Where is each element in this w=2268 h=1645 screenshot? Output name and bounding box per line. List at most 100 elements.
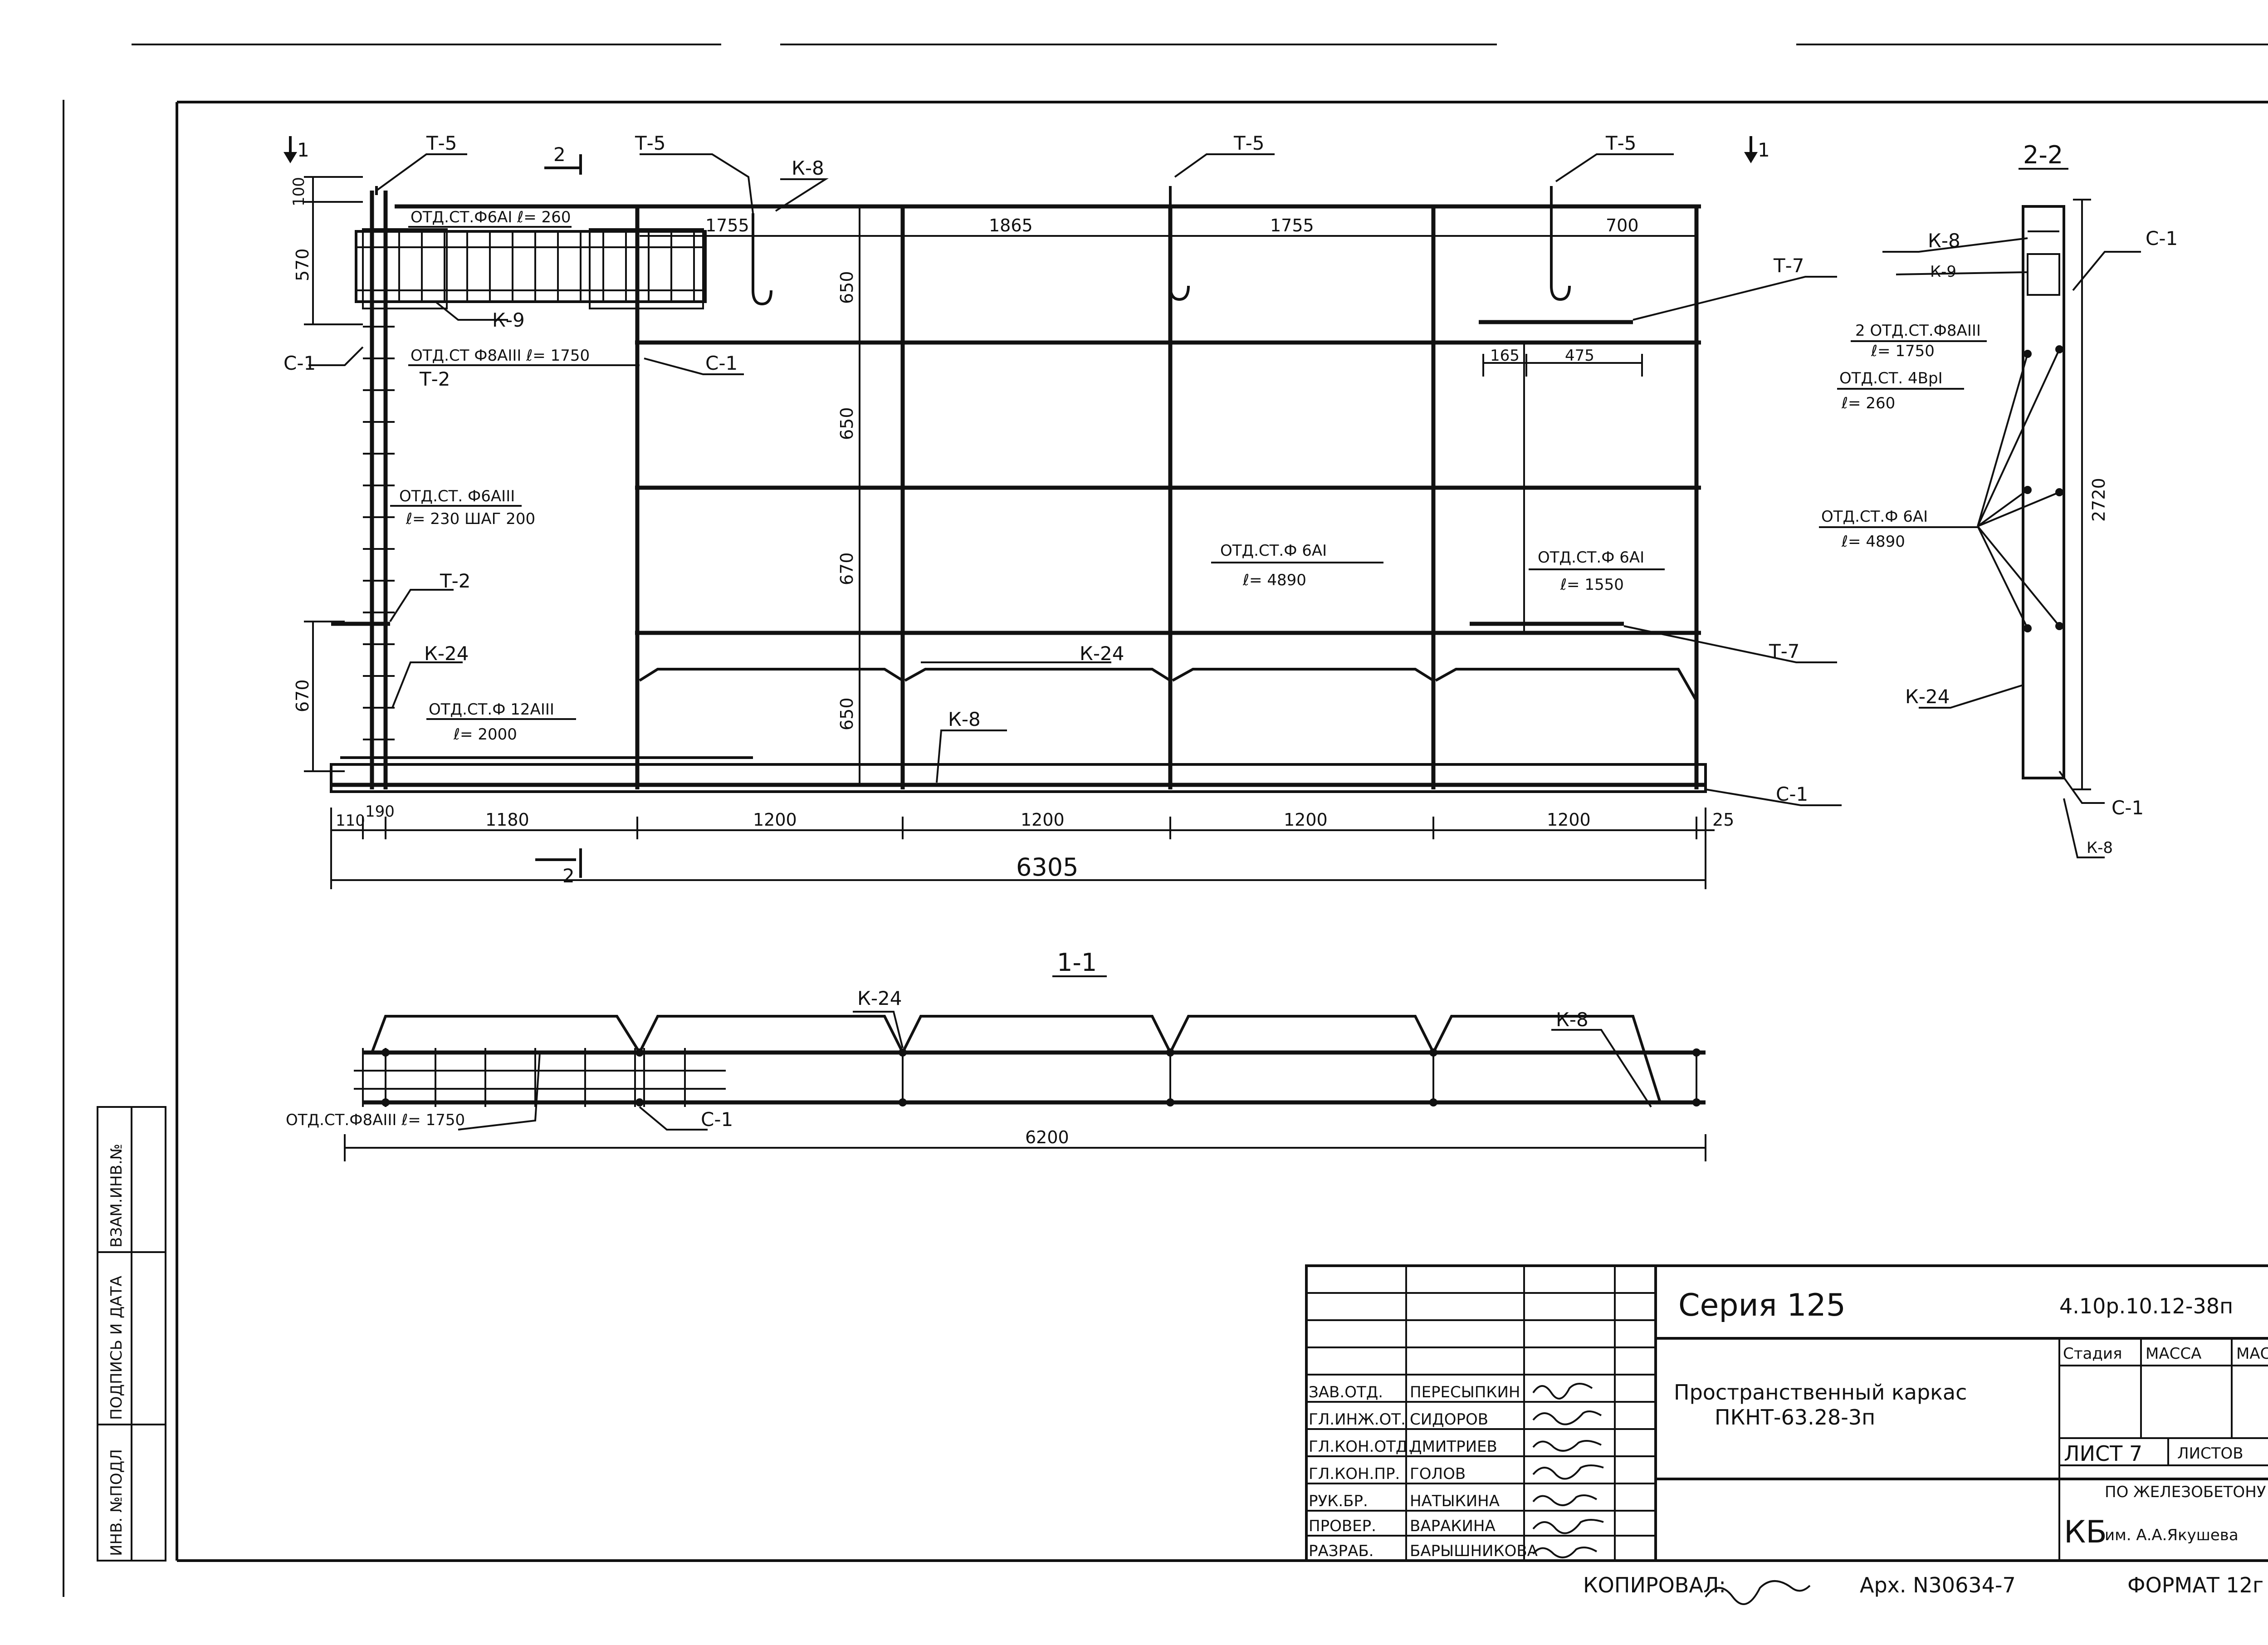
section-mark-2-top: 2 [553,143,566,166]
tag-t2-upper: Т-2 [419,368,450,390]
section-2-2-note1-l1: 2 ОТД.СТ.Ф8АIII [1855,322,1981,340]
note-bar-6a1-260: ОТД.СТ.Ф6АI ℓ= 260 [411,208,571,226]
name-developed: БАРЫШНИКОВА [1410,1542,1538,1560]
elevation-view: 1 1 2 2 [284,132,1842,889]
title-sheets-label: ЛИСТОВ [2177,1444,2244,1463]
stamp-signature-date: ПОДПИСЬ И ДАТА [108,1276,126,1420]
section-1-1-title: 1-1 [1057,948,1097,977]
section-2-2-height: 2720 [2089,478,2109,522]
dim-inner-2: 650 [837,407,857,440]
title-mass-label: МАССА [2146,1345,2201,1363]
section-1-1-tag-k24: К-24 [857,987,902,1009]
section-1-1: 1-1 [286,948,1706,1161]
section-2-2-tag-k24: К-24 [1905,685,1950,708]
org-logo: КБ [2064,1514,2107,1550]
section-2-2-tag-c1-bottom: С-1 [2112,797,2144,819]
title-series: Серия 125 [1678,1288,1846,1323]
tag-t5-second: Т-5 [635,132,666,154]
section-2-2-note3-l1: ОТД.СТ.Ф 6АI [1821,508,1928,526]
section-2-2-tag-k8: К-8 [1928,230,1960,252]
dim-bottom-1180: 1180 [485,810,529,830]
dim-bottom-110: 110 [336,812,365,830]
note-bar-6a1-4890-line2: ℓ= 4890 [1242,571,1306,589]
section-2-2-tag-k8-bottom: К-8 [2087,839,2113,857]
tag-k9: К-9 [492,309,525,331]
tag-c1-left: С-1 [284,352,316,374]
section-1-1-note: ОТД.СТ.Ф8АIII ℓ= 1750 [286,1111,465,1129]
dim-inner-4: 650 [837,697,857,730]
section-mark-2-bottom: 2 [562,865,575,887]
dim-inner-1: 650 [837,271,857,304]
section-2-2-note2-l2: ℓ= 260 [1841,394,1895,412]
section-1-1-tag-c1: С-1 [701,1108,733,1131]
section-2-2-tag-k9: К-9 [1930,263,1956,281]
section-mark-1-right: 1 [1758,139,1770,161]
dim-bottom-1200b: 1200 [1021,810,1065,830]
title-sheet-label: ЛИСТ 7 [2064,1441,2142,1466]
tag-k8-bottom: К-8 [948,708,981,730]
dim-t7-475: 475 [1565,347,1594,365]
title-scale-label: МАСШТ [2236,1345,2268,1363]
note-bar-12a3-line1: ОТД.СТ.Ф 12АIII [429,700,554,719]
dim-top-1: 1755 [705,215,749,235]
title-stage-label: Стадия [2063,1345,2122,1363]
title-code: 4.10р.10.12-38п [2059,1294,2233,1318]
side-stamp: ИНВ. №ПОДЛ ПОДПИСЬ И ДАТА ВЗАМ.ИНВ.№ [97,1106,166,1562]
name-checked: ВАРАКИНА [1410,1517,1496,1535]
dim-bottom-1200d: 1200 [1547,810,1591,830]
name-team-lead: НАТЫКИНА [1410,1492,1500,1510]
role-checked: ПРОВЕР. [1309,1517,1376,1535]
tag-t7-upper: Т-7 [1773,255,1804,277]
signatures [1532,1383,1811,1605]
dim-bottom-1200c: 1200 [1284,810,1328,830]
role-team-lead: РУК.БР. [1309,1492,1368,1510]
role-developed: РАЗРАБ. [1309,1542,1374,1560]
role-chief-engineer: ГЛ.ИНЖ.ОТ. [1309,1410,1406,1429]
format-label: ФОРМАТ 12г [2127,1573,2263,1597]
tag-c1-middle: С-1 [705,352,738,374]
role-head-dept: ЗАВ.ОТД. [1309,1383,1383,1401]
section-2-2-note2-l1: ОТД.СТ. 4ВрI [1839,369,1943,387]
tag-t5-left: Т-5 [426,132,457,154]
tag-k8-top: К-8 [792,157,824,179]
dim-left-100: 100 [290,177,308,206]
note-bar-6a1-1550-line2: ℓ= 1550 [1560,576,1624,594]
role-chief-designer-project: ГЛ.КОН.ПР. [1309,1465,1400,1483]
dim-top-4: 700 [1606,215,1639,235]
dim-bottom-190: 190 [365,803,395,821]
title-name-line2: ПКНТ-63.28-3п [1715,1405,1875,1430]
name-chief-designer-dept: ДМИТРИЕВ [1410,1438,1497,1456]
org-line2: им. А.А.Якушева [2105,1526,2239,1544]
tag-c1-bottom: С-1 [1776,783,1808,805]
dim-t7-165: 165 [1490,347,1520,365]
section-1-1-tag-k8: К-8 [1556,1009,1589,1031]
note-bar-6a1-1550-line1: ОТД.СТ.Ф 6АI [1538,548,1644,567]
dim-bottom-25: 25 [1712,810,1734,830]
section-mark-1-left: 1 [297,139,309,161]
role-chief-designer-dept: ГЛ.КОН.ОТД. [1309,1438,1413,1456]
note-bar-12a3-line2: ℓ= 2000 [453,725,517,744]
dim-left-670: 670 [293,679,313,712]
dim-overall-6305: 6305 [1016,853,1078,881]
dim-top-3: 1755 [1270,215,1314,235]
note-bar-8a3-1750: ОТД.СТ Ф8АIII ℓ= 1750 [411,347,590,365]
org-line1: ПО ЖЕЛЕЗОБЕТОНУ [2105,1483,2266,1501]
name-chief-designer-project: ГОЛОВ [1410,1465,1466,1483]
note-bar-6a3-230-line1: ОТД.СТ. Ф6АIII [399,487,515,505]
title-name-line1: Пространственный каркас [1674,1380,1967,1405]
name-chief-engineer: СИДОРОВ [1410,1410,1488,1429]
section-2-2-title: 2-2 [2023,141,2063,169]
section-2-2: 2-2 2720 К-8 К-9 С-1 2 ОТД.СТ.Ф8АIII ℓ= … [1819,141,2178,858]
section-2-2-tag-c1-top: С-1 [2146,227,2178,250]
dim-top-2: 1865 [989,215,1033,235]
section-2-2-note3-l2: ℓ= 4890 [1841,533,1905,551]
dim-inner-3: 670 [837,552,857,585]
tag-t2-lower: Т-2 [440,570,471,592]
tag-t5-right: Т-5 [1605,132,1637,154]
tag-k24-left: К-24 [424,642,469,665]
copied-label: КОПИРОВАЛ: [1583,1573,1726,1597]
dim-left-570: 570 [293,248,313,281]
name-head-dept: ПЕРЕСЫПКИН [1410,1383,1520,1401]
section-1-1-length: 6200 [1025,1127,1069,1147]
